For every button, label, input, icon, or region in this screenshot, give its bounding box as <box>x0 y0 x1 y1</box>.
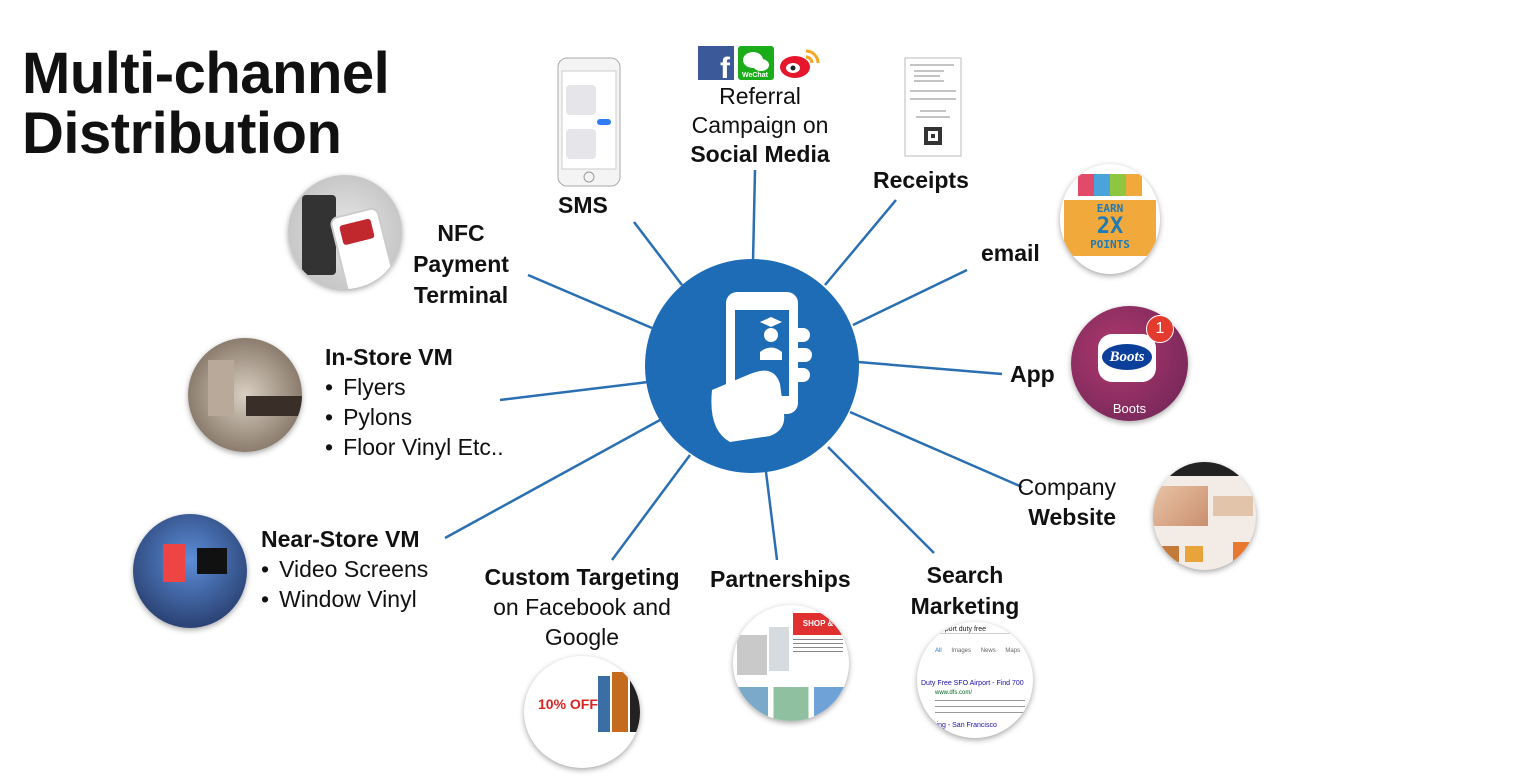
search-marketing-label: Search Marketing <box>895 560 1035 622</box>
search-line-1: Search <box>926 562 1004 588</box>
in-store-list: Flyers Pylons Floor Vinyl Etc.. <box>325 372 504 462</box>
in-store-heading: In-Store VM <box>325 344 453 370</box>
in-store-block: In-Store VM Flyers Pylons Floor Vinyl Et… <box>325 342 504 462</box>
boots-app-image: Boots Boots <box>1071 306 1188 421</box>
near-store-heading: Near-Store VM <box>261 526 420 552</box>
near-store-image <box>133 514 247 628</box>
line-search <box>827 446 935 554</box>
store-logo-icon <box>1078 174 1142 196</box>
company-website-label: Company Website <box>1000 472 1116 532</box>
near-store-block: Near-Store VM Video Screens Window Vinyl <box>261 524 428 614</box>
list-item: Floor Vinyl Etc.. <box>325 432 504 462</box>
svg-text:f: f <box>720 52 731 81</box>
nfc-label: NFC Payment Terminal <box>401 218 521 311</box>
in-store-image <box>188 338 302 452</box>
near-store-list: Video Screens Window Vinyl <box>261 554 428 614</box>
search-tabs: All Images News Maps <box>935 648 1021 654</box>
line-sms <box>633 221 683 286</box>
facebook-icon: f <box>698 46 734 81</box>
hand-phone-icon <box>711 292 812 442</box>
partnerships-image: SHOP & COLLECT <box>733 605 849 721</box>
weibo-icon <box>780 49 820 78</box>
email-promo-image: EARN 2X POINTS <box>1060 164 1160 274</box>
receipt-image <box>904 57 962 157</box>
title-line-1: Multi-channel <box>22 41 390 106</box>
search-results-image: airport duty free All Images News Maps D… <box>917 622 1033 738</box>
custom-line-1: Custom Targeting <box>484 564 680 590</box>
social-media-label: Referral Campaign on Social Media <box>660 82 860 169</box>
app-label: App <box>1010 361 1055 387</box>
title-line-2: Distribution <box>22 101 342 166</box>
company-website-image <box>1153 462 1256 570</box>
line-receipts <box>824 199 897 286</box>
facebook-ad-image: 10% OFF <box>524 656 640 768</box>
custom-line-3: Google <box>544 624 620 650</box>
line-social <box>751 169 757 263</box>
list-item: Window Vinyl <box>261 584 428 614</box>
notification-badge: 1 <box>1146 315 1174 343</box>
line-email <box>852 268 968 327</box>
nfc-terminal-image <box>288 175 402 289</box>
website-line-2: Website <box>1028 504 1116 530</box>
search-line-2: Marketing <box>910 593 1020 619</box>
social-line-3: Social Media <box>690 141 830 167</box>
line-partnerships <box>764 471 779 561</box>
custom-line-2: on Facebook and <box>493 594 671 620</box>
receipts-label: Receipts <box>873 167 969 193</box>
connector-lines <box>444 169 1023 561</box>
sms-label: SMS <box>558 192 608 218</box>
line-app <box>857 360 1003 376</box>
nfc-line-1: NFC <box>437 220 485 246</box>
list-item: Pylons <box>325 402 504 432</box>
page-title: Multi-channel Distribution <box>22 41 390 166</box>
partnerships-label: Partnerships <box>710 566 851 592</box>
boots-logo-icon: Boots <box>1098 334 1156 382</box>
website-line-1: Company <box>1017 474 1116 500</box>
boots-app-name: Boots <box>1112 401 1147 416</box>
sms-phone-image <box>557 57 621 187</box>
line-website <box>849 410 1023 489</box>
social-icons: f WeChat <box>698 46 820 81</box>
nfc-line-2: Payment <box>413 251 509 277</box>
list-item: Video Screens <box>261 554 428 584</box>
social-line-1: Referral <box>719 83 801 109</box>
line-custom <box>610 454 692 561</box>
custom-targeting-label: Custom Targeting on Facebook and Google <box>468 562 696 652</box>
social-line-2: Campaign on <box>691 112 829 138</box>
line-in-store <box>499 380 649 402</box>
nfc-line-3: Terminal <box>413 282 509 308</box>
svg-text:WeChat: WeChat <box>742 72 769 79</box>
earn-points-banner: EARN 2X POINTS <box>1064 200 1156 256</box>
wechat-icon: WeChat <box>738 46 774 80</box>
line-near-store <box>444 418 661 540</box>
list-item: Flyers <box>325 372 504 402</box>
email-label: email <box>981 240 1040 266</box>
line-nfc <box>527 273 653 330</box>
